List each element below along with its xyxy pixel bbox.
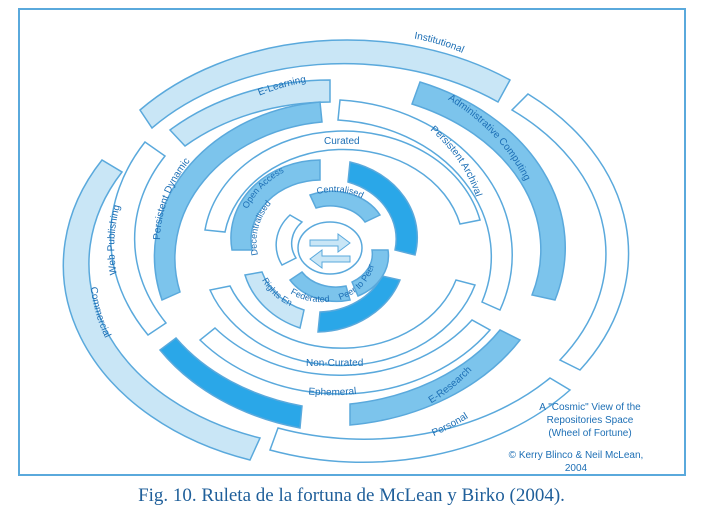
ring-segment-institutional <box>139 39 512 130</box>
credit-title-line1: A "Cosmic" View of the <box>539 402 641 413</box>
ring-segment-outer-right <box>510 93 630 371</box>
ring-segment-commercial <box>62 159 262 461</box>
arrow-right-icon <box>309 233 351 253</box>
ring-segment-persistent-dynamic <box>153 101 323 302</box>
inner-segment-centralised <box>308 190 382 223</box>
label-curated: Curated <box>324 136 360 147</box>
center-hub <box>297 221 363 275</box>
wheel-of-fortune-diagram: Institutional Commercial Personal E-Lear… <box>20 10 644 474</box>
inner-segment-highlight-right <box>347 161 419 256</box>
figure-caption: Fig. 10. Ruleta de la fortuna de McLean … <box>138 485 565 506</box>
credit-title-line3: (Wheel of Fortune) <box>548 428 631 439</box>
label-non-curated: Non-Curated <box>306 358 363 369</box>
inner-segment-highlight-bottom <box>317 275 402 333</box>
ring-segment-eresearch <box>349 329 522 426</box>
arrow-left-icon <box>309 249 351 269</box>
inner-segment-open-access <box>230 159 321 251</box>
ring-segment-ephemeral <box>198 319 492 395</box>
inner-segment-rights <box>244 271 305 329</box>
credit-title-line2: Repositories Space <box>547 415 634 426</box>
inner-segment-peer-to-peer <box>351 249 390 297</box>
credit-author-line2: 2004 <box>565 463 588 474</box>
ring-segment-personal <box>269 377 572 464</box>
inner-segment-decentralised <box>275 214 304 266</box>
ring-segment-admin-computing <box>411 81 566 301</box>
ring-segment-elearning <box>168 79 331 147</box>
ring-segment-highlight-bottom-left <box>158 336 303 429</box>
ring-segment-noncurated <box>208 279 477 367</box>
ring-segment-webpub <box>109 140 168 336</box>
credit-author-line1: © Kerry Blinco & Neil McLean, <box>509 450 644 461</box>
ring-segment-curated <box>204 130 481 233</box>
svg-text:Ephemeral: Ephemeral <box>308 386 357 398</box>
figure-frame: Institutional Commercial Personal E-Lear… <box>18 8 686 476</box>
inner-segment-federated <box>288 270 351 303</box>
label-ephemeral: Ephemeral <box>308 386 357 398</box>
ring-segment-persistent-archival <box>337 99 513 311</box>
